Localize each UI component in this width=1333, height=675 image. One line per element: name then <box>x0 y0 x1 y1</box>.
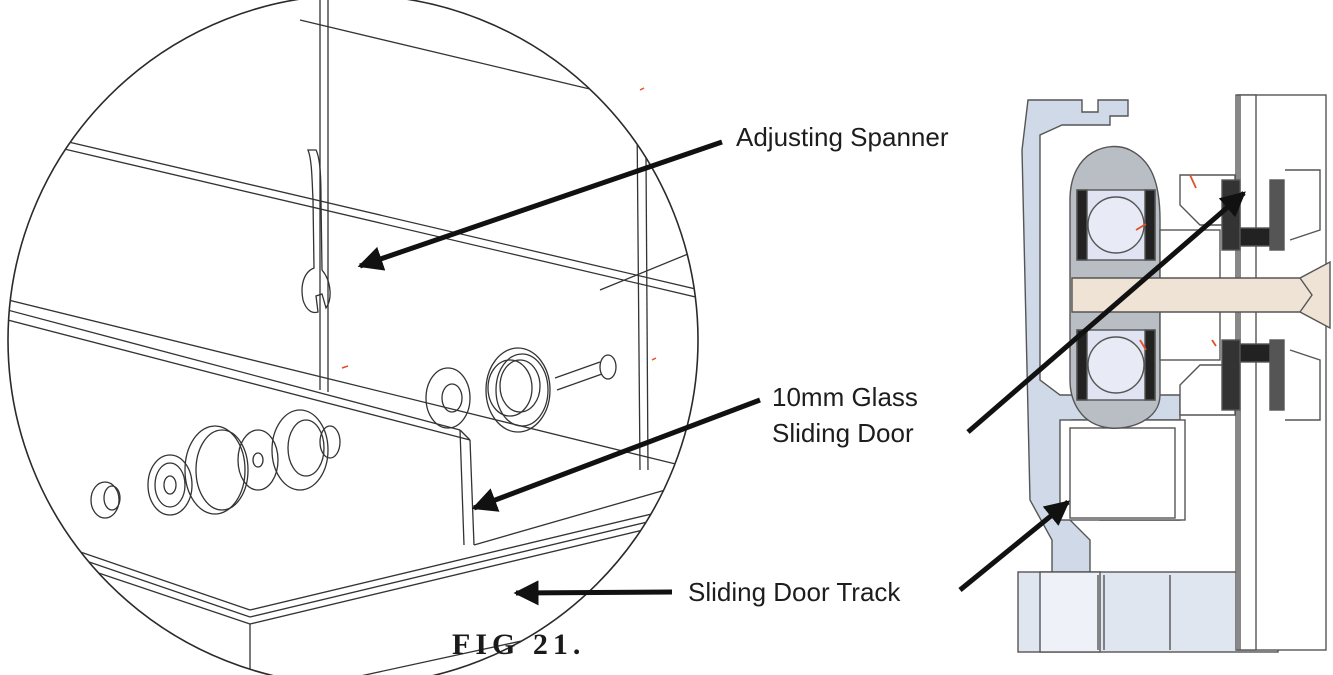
magnified-detail-view <box>7 0 699 675</box>
arrow-track-left <box>513 580 673 606</box>
shower-base <box>8 307 698 675</box>
roller-cross-section <box>1017 94 1331 653</box>
arrow-adjusting-spanner <box>357 139 723 271</box>
arrow-glass-door-section <box>966 191 1246 434</box>
leader-arrows <box>357 139 1246 606</box>
label-glass-door-line2: Sliding Door <box>772 418 914 448</box>
label-glass-door-line1: 10mm Glass <box>772 382 918 412</box>
label-adjusting-spanner: Adjusting Spanner <box>736 122 949 152</box>
fixing-hardware-exploded <box>425 347 617 433</box>
detail-circle-outline <box>7 0 699 675</box>
arrow-glass-door <box>471 397 761 512</box>
roller-hardware-exploded <box>90 409 341 519</box>
wall-tile-grid <box>8 0 698 471</box>
label-sliding-door-track: Sliding Door Track <box>688 577 901 607</box>
figure-caption: FIG 21. <box>452 628 586 661</box>
arrow-track-section <box>958 500 1070 592</box>
adjusting-spanner-drawing <box>301 149 331 314</box>
